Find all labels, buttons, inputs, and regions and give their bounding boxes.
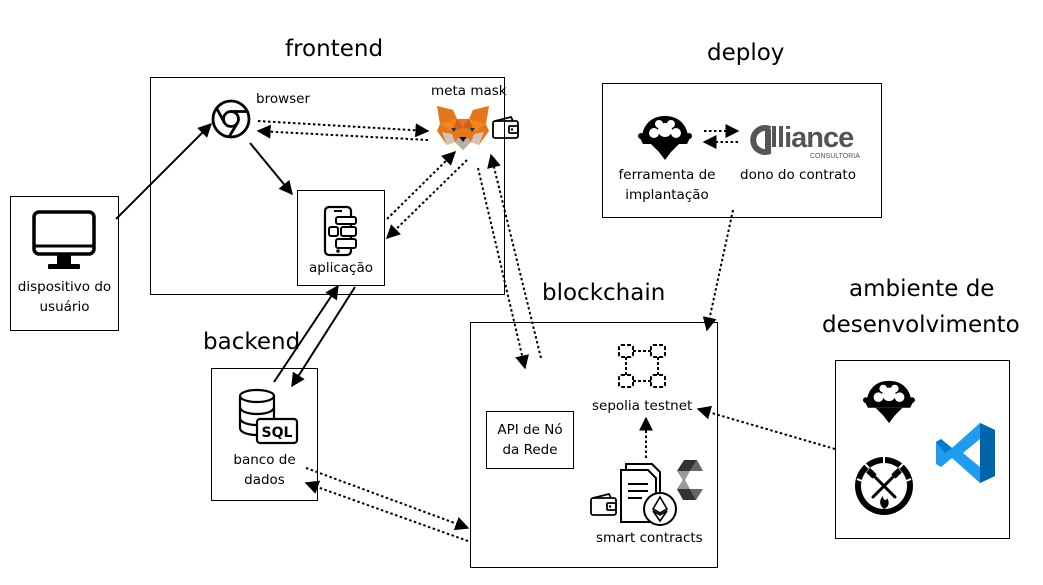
- node-api-label-line2: da Rede: [502, 442, 558, 458]
- ethereum-icon: [643, 492, 677, 526]
- metamask-fox-icon: [437, 106, 489, 150]
- user-device-label: dispositivo do usuário: [12, 277, 117, 317]
- deploy-box: [602, 83, 882, 218]
- deploy-tool-label-line2: implantação: [625, 187, 709, 203]
- wallet-icon: [492, 116, 519, 139]
- dev-environment-title-line1: ambiente de: [849, 276, 995, 302]
- alliance-logo-icon: lliance CONSULTORIA: [748, 122, 863, 162]
- arrow-deploy-to-blockchain: [702, 209, 734, 332]
- deploy-title: deploy: [707, 40, 785, 66]
- user-device-label-line2: usuário: [39, 299, 90, 315]
- node-api-label: API de Nó da Rede: [486, 420, 574, 460]
- wallet-icon: [590, 493, 617, 516]
- hardhat-icon: [638, 116, 692, 160]
- vscode-icon: [936, 423, 995, 483]
- deploy-tool-label-line1: ferramenta de: [618, 167, 716, 183]
- database-label-line1: banco de: [233, 452, 296, 468]
- sepolia-label: sepolia testnet: [592, 398, 693, 414]
- hardhat-icon: [863, 380, 915, 424]
- database-label: banco de dados: [211, 450, 318, 490]
- chrome-icon: [211, 99, 251, 139]
- application-label: aplicação: [309, 260, 373, 276]
- node-api-box: [486, 411, 574, 469]
- arrow-devenv-to-sepolia: [696, 405, 836, 450]
- smart-contracts-label: smart contracts: [596, 530, 703, 546]
- arrow-blockchain-to-db: [304, 480, 469, 542]
- database-sql-text: SQL: [262, 425, 293, 441]
- browser-label: browser: [256, 91, 311, 107]
- backend-title: backend: [203, 329, 301, 355]
- mobile-app-icon: [323, 205, 357, 257]
- user-device-label-line1: dispositivo do: [17, 279, 112, 295]
- database-icon: SQL: [238, 388, 299, 445]
- blockchain-network-icon: [618, 344, 666, 388]
- alliance-logo-subtext: CONSULTORIA: [810, 153, 860, 160]
- monitor-icon: [32, 210, 96, 269]
- blockchain-title: blockchain: [542, 280, 666, 306]
- arrow-db-to-blockchain: [305, 467, 470, 531]
- solidity-icon: [677, 460, 703, 500]
- metamask-label: meta mask: [431, 83, 507, 99]
- deploy-tool-label: ferramenta de implantação: [612, 165, 722, 205]
- node-api-label-line1: API de Nó: [497, 422, 563, 438]
- alliance-logo-text: lliance: [770, 122, 854, 154]
- contract-owner-label: dono do contrato: [740, 167, 856, 183]
- dev-environment-title-line2: desenvolvimento: [822, 312, 1020, 338]
- frontend-title: frontend: [285, 36, 384, 62]
- foundry-icon: [855, 457, 913, 515]
- database-label-line2: dados: [244, 472, 285, 488]
